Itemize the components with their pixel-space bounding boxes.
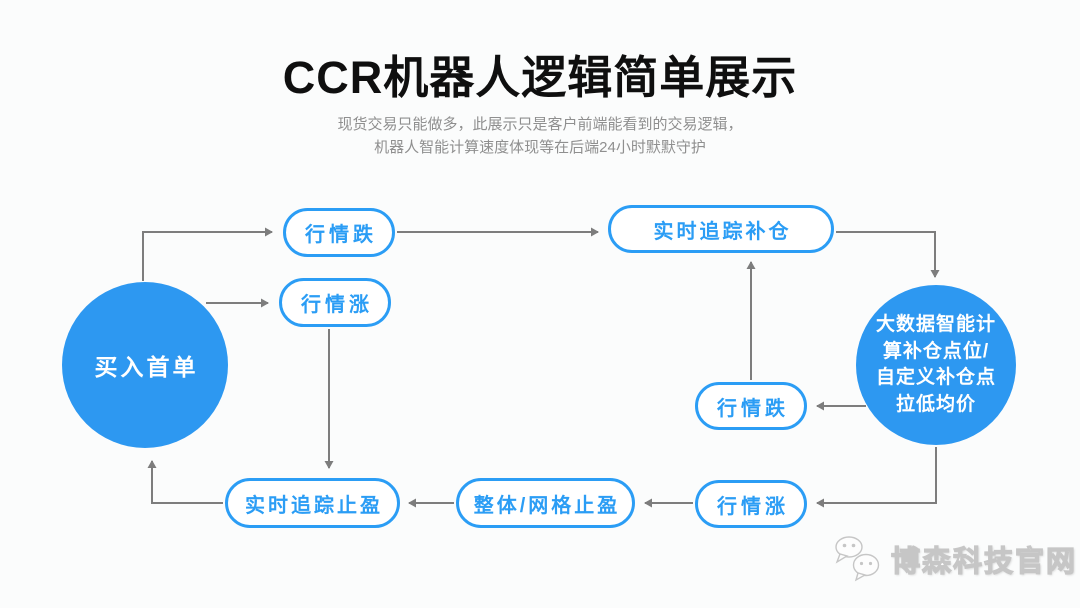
node-realtime-track-profit: 实时追踪止盈 [225,478,400,528]
node-market-rise-top: 行情涨 [279,278,391,327]
node-bigdata-replenish-circle: 大数据智能计 算补仓点位/ 自定义补仓点 拉低均价 [856,285,1016,445]
node-market-fall-top: 行情跌 [283,208,395,257]
node-buy-first-order: 买入首单 [62,282,228,448]
wechat-icon [835,536,880,582]
watermark: 博森科技官网 [834,536,1077,582]
edge-track-profit-to-buy [147,460,223,504]
subtitle-line-2: 机器人智能计算速度体现等在后端24小时默默守护 [374,139,706,156]
node-realtime-track-replenish: 实时追踪补仓 [608,205,834,253]
watermark-text: 博森科技官网 [890,545,1078,578]
bigdata-line-3: 自定义补仓点 [875,367,996,388]
page-title: CCR机器人逻辑简单展示 [282,52,798,103]
edge-track-replenish-to-bigdata [836,231,940,278]
subtitle-line-1: 现货交易只能做多，此展示只是客户前端能看到的交易逻辑， [337,116,743,133]
bigdata-line-2: 算补仓点位/ [882,340,990,362]
page-subtitle: 现货交易只能做多，此展示只是客户前端能看到的交易逻辑， 机器人智能计算速度体现等… [0,113,1080,159]
bigdata-line-4: 拉低均价 [895,393,976,415]
edge-buy-to-fall-top [142,227,273,281]
node-market-fall-mid: 行情跌 [695,382,807,430]
edge-bigdata-to-rise-bottom [816,447,937,508]
node-market-rise-bottom: 行情涨 [695,480,807,528]
bigdata-line-1: 大数据智能计 [875,314,996,335]
node-grid-take-profit: 整体/网格止盈 [456,478,635,528]
header: CCR机器人逻辑简单展示 现货交易只能做多，此展示只是客户前端能看到的交易逻辑，… [0,52,1080,159]
